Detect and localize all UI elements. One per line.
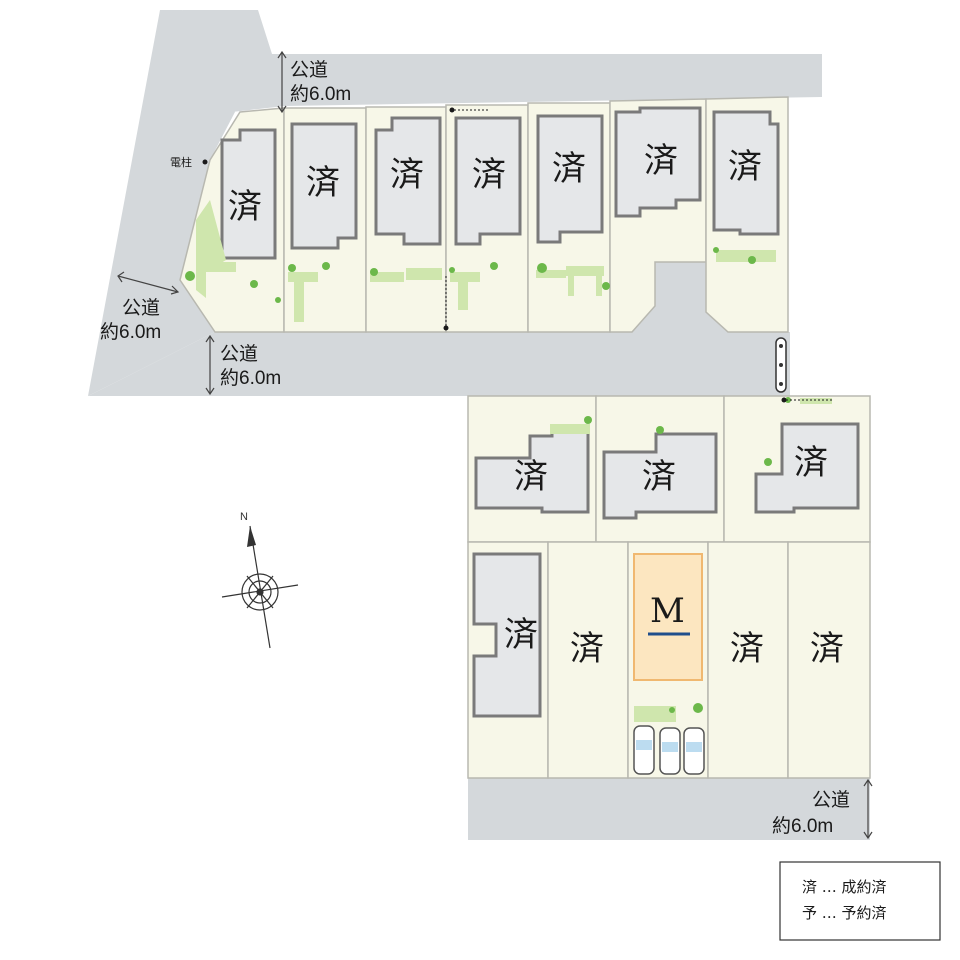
road-north <box>182 10 822 138</box>
road-north-label-2: 約6.0m <box>290 83 351 105</box>
lot-label-top-5: 済 <box>552 149 586 189</box>
legend-box <box>779 861 941 941</box>
roads <box>88 10 870 840</box>
utility-pole-icon <box>202 159 208 165</box>
chain-marker <box>775 337 787 393</box>
lot-label-mid-1: 済 <box>514 457 548 497</box>
lot-label-bot-3: M <box>650 591 685 631</box>
house-top-3 <box>374 116 442 246</box>
greenery <box>196 200 832 722</box>
lot-label-bot-4: 済 <box>730 629 764 669</box>
lot-label-top-7: 済 <box>728 147 762 187</box>
lot-label-top-4: 済 <box>472 155 506 195</box>
road-south-label-2: 約6.0m <box>772 815 833 837</box>
lot-label-top-3: 済 <box>390 155 424 195</box>
house-bot-1 <box>472 552 542 718</box>
lot-label-top-2: 済 <box>306 163 340 203</box>
lot-bot-4 <box>707 541 789 779</box>
boundary-markers <box>443 107 832 403</box>
lot-label-bot-5: 済 <box>810 629 844 669</box>
road-labels: 公道 約6.0m 公道 約6.0m 公道 約6.0m 公道 約6.0m <box>100 59 850 837</box>
compass-icon: N <box>221 511 299 649</box>
lot-label-mid-3: 済 <box>794 443 828 483</box>
road-south-label-1: 公道 <box>812 789 850 811</box>
road-north-label-1: 公道 <box>290 59 328 81</box>
road-west-label-1: 公道 <box>122 297 160 319</box>
legend: 済 … 成約済 予 … 予約済 <box>779 861 941 941</box>
road-center-label-1: 公道 <box>220 343 258 365</box>
lot-label-mid-2: 済 <box>642 457 676 497</box>
house-top-4 <box>454 116 522 246</box>
road-markers <box>117 50 873 840</box>
lot-label-bot-1: 済 <box>504 615 538 655</box>
legend-row-reserved: 予 … 予約済 <box>802 904 887 922</box>
lot-label-top-6: 済 <box>644 141 678 181</box>
lot-bot-5 <box>787 541 871 779</box>
road-center <box>88 262 790 396</box>
lot-labels: 済 済 済 済 済 済 済 済 済 済 済 済 M 済 済 <box>228 141 844 669</box>
house-top-5 <box>536 114 604 244</box>
cars <box>633 725 705 775</box>
legend-row-sold: 済 … 成約済 <box>802 878 887 896</box>
road-south <box>468 778 870 840</box>
house-top-7 <box>712 110 780 236</box>
house-mid-2 <box>602 432 718 520</box>
trees <box>185 247 791 713</box>
utility-pole-label: 電柱 <box>170 155 192 169</box>
highlight-lot-m <box>633 553 703 681</box>
house-mid-3 <box>754 422 860 514</box>
house-top-6 <box>614 106 702 218</box>
house-top-2 <box>290 122 358 250</box>
road-west-label-2: 約6.0m <box>100 321 161 343</box>
lot-label-bot-2: 済 <box>570 629 604 669</box>
compass-n-label: N <box>240 511 248 523</box>
lot-label-top-1: 済 <box>228 187 262 227</box>
house-footprints <box>220 106 860 718</box>
road-center-label-2: 約6.0m <box>220 367 281 389</box>
road-west <box>88 10 235 396</box>
